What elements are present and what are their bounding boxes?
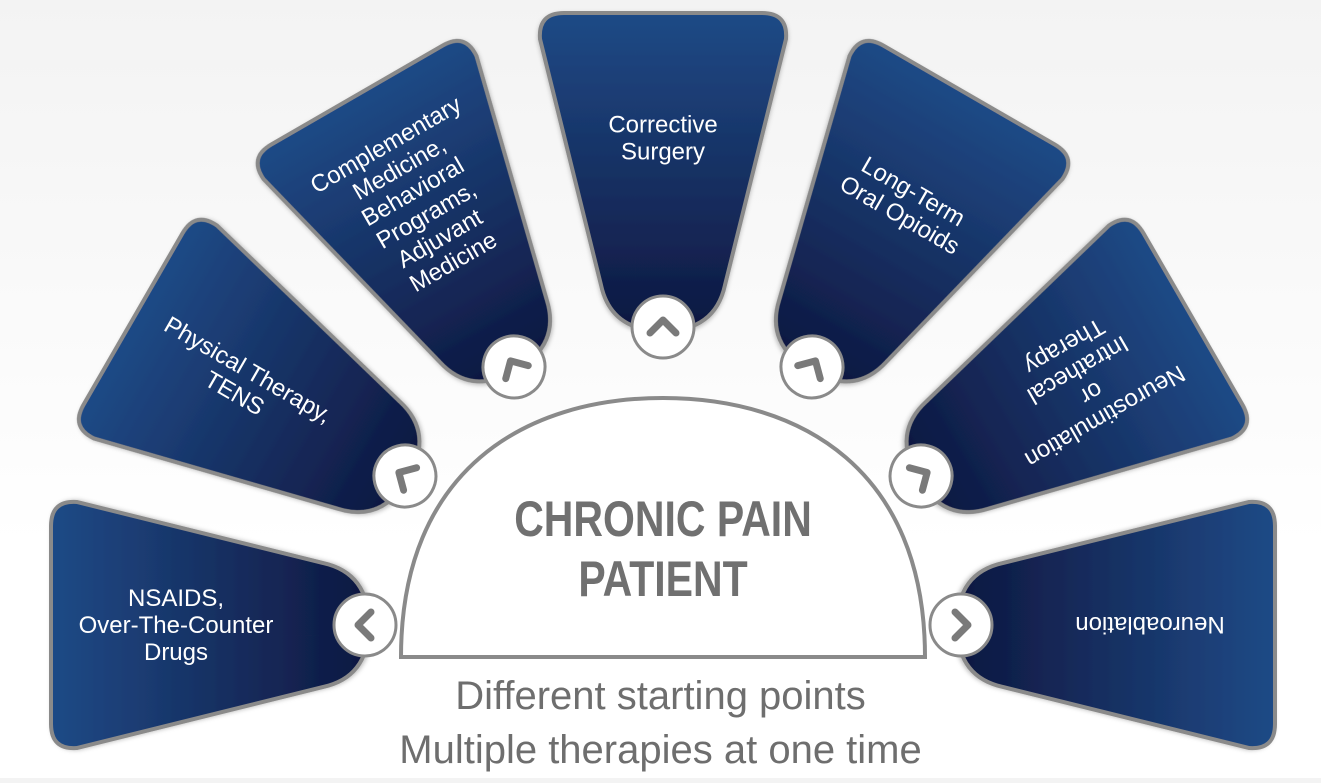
therapy-tab-shape [537,11,789,334]
therapy-label: Neuroablation [1075,611,1224,638]
chevron-left-icon [372,443,438,509]
chevron-right-icon [888,443,954,509]
therapy-tab-neuroablation: Neuroablation [928,499,1277,751]
therapy-label-line: Drugs [144,639,208,666]
center-title-line1: CHRONIC PAIN [514,491,812,547]
therapy-tab-complementary-medicine: ComplementaryMedicine,BehavioralPrograms… [255,38,553,400]
center-dome-shape [398,395,928,659]
center-dome: CHRONIC PAIN PATIENT [398,395,928,659]
caption-line2: Multiple therapies at one time [399,728,922,772]
therapy-label-line: NSAIDS, [128,585,224,612]
chevron-up-right-icon [779,334,845,400]
chevron-up-icon [630,294,696,360]
therapy-label-line: Neuroablation [1075,611,1224,638]
center-title-line2: PATIENT [578,551,747,607]
therapy-label-line: Corrective [608,112,717,139]
therapy-label-line: Surgery [621,139,705,166]
caption-line1: Different starting points [455,674,866,718]
chevron-left-icon [332,592,398,658]
therapy-label-line: Over-The-Counter [79,612,274,639]
chevron-right-icon [928,592,994,658]
chevron-up-left-icon [481,334,547,400]
therapy-tab-physical-therapy: Physical Therapy,TENS [76,217,438,515]
